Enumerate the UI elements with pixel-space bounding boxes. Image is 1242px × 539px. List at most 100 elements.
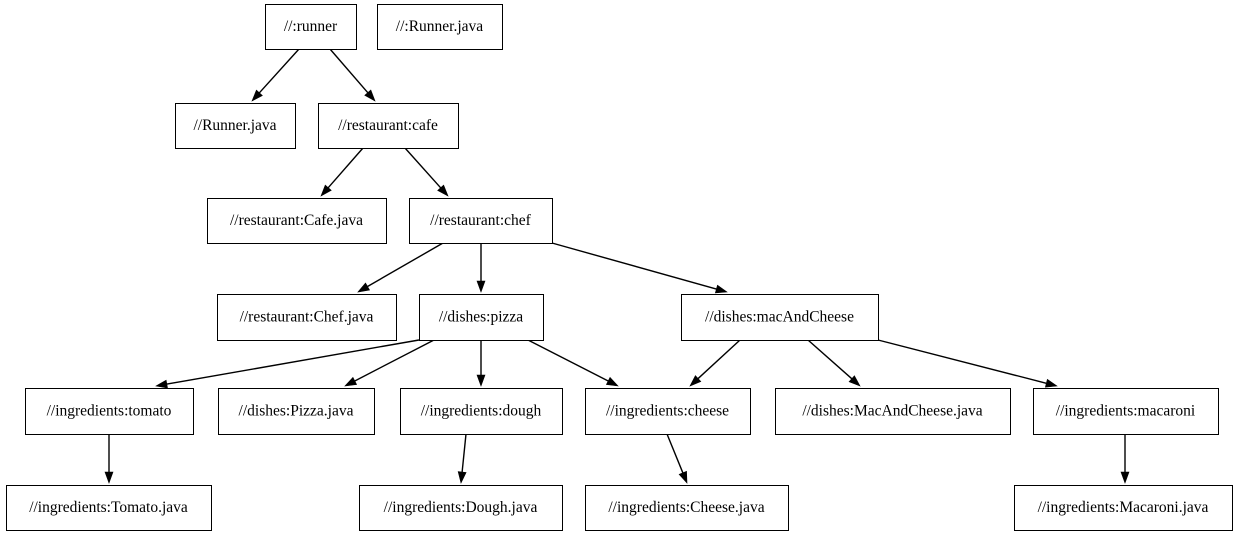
edge-arrowhead-icon xyxy=(364,89,376,102)
graph-node-dishes_pizza[interactable]: //dishes:pizza xyxy=(418,293,545,342)
node-label: //ingredients:Tomato.java xyxy=(29,499,188,516)
edge-arrowhead-icon xyxy=(714,284,728,294)
graph-edge xyxy=(344,339,435,387)
graph-edge xyxy=(527,339,619,387)
node-box[interactable] xyxy=(680,293,880,342)
graph-node-cheese_java[interactable]: //ingredients:Cheese.java xyxy=(584,484,790,532)
graph-node-chef_java[interactable]: //restaurant:Chef.java xyxy=(216,293,398,342)
node-box[interactable] xyxy=(418,293,545,342)
node-box[interactable] xyxy=(206,197,388,245)
node-box[interactable] xyxy=(399,387,564,436)
node-box[interactable] xyxy=(376,3,504,51)
edge-arrowhead-icon xyxy=(605,376,619,387)
graph-node-dishes_mac[interactable]: //dishes:macAndCheese xyxy=(680,293,880,342)
node-box[interactable] xyxy=(217,387,376,436)
node-label: //:Runner.java xyxy=(396,18,484,35)
node-label: //restaurant:cafe xyxy=(338,117,438,134)
graph-node-ing_tomato[interactable]: //ingredients:tomato xyxy=(24,387,195,436)
edge-arrowhead-icon xyxy=(437,184,449,197)
node-box[interactable] xyxy=(317,102,460,150)
edge-line xyxy=(877,339,1047,384)
edge-line xyxy=(258,48,300,94)
node-label: //ingredients:Dough.java xyxy=(384,499,538,516)
edge-arrowhead-icon xyxy=(678,470,688,484)
graph-edge xyxy=(1120,434,1130,484)
node-label: //restaurant:Chef.java xyxy=(240,309,374,326)
edge-arrowhead-icon xyxy=(848,375,861,387)
graph-node-ing_macaroni[interactable]: //ingredients:macaroni xyxy=(1032,387,1220,436)
node-label: //Runner.java xyxy=(193,117,276,134)
graph-edge xyxy=(666,433,688,484)
edge-arrowhead-icon xyxy=(344,376,358,387)
edge-line xyxy=(697,339,741,380)
node-box[interactable] xyxy=(358,484,564,532)
node-label: //restaurant:chef xyxy=(430,212,532,229)
node-box[interactable] xyxy=(408,197,554,245)
node-box[interactable] xyxy=(174,102,297,150)
node-box[interactable] xyxy=(1032,387,1220,436)
node-box[interactable] xyxy=(5,484,213,532)
edge-line xyxy=(461,433,467,473)
node-label: //restaurant:Cafe.java xyxy=(230,212,363,229)
graph-edge xyxy=(251,48,300,102)
graph-edge xyxy=(476,243,486,293)
edge-line xyxy=(367,242,444,288)
graph-node-pizza_java[interactable]: //dishes:Pizza.java xyxy=(217,387,376,436)
node-box[interactable] xyxy=(24,387,195,436)
edge-line xyxy=(807,339,853,380)
graph-node-runner_java[interactable]: //Runner.java xyxy=(174,102,297,150)
node-label: //dishes:Pizza.java xyxy=(239,403,354,420)
graph-edge xyxy=(877,339,1058,388)
node-label: //ingredients:tomato xyxy=(47,403,172,420)
node-label: //dishes:MacAndCheese.java xyxy=(802,403,982,420)
graph-nodes-layer: //:runner //:Runner.java //Runner.java //re… xyxy=(5,3,1234,532)
graph-edge xyxy=(104,434,114,484)
node-box[interactable] xyxy=(264,3,358,51)
edge-line xyxy=(404,147,442,189)
node-box[interactable] xyxy=(774,387,1012,436)
graph-node-ing_cheese[interactable]: //ingredients:cheese xyxy=(584,387,752,436)
node-box[interactable] xyxy=(584,484,790,532)
edge-arrowhead-icon xyxy=(476,374,486,387)
node-label: //ingredients:macaroni xyxy=(1056,403,1196,420)
graph-node-mac_java[interactable]: //dishes:MacAndCheese.java xyxy=(774,387,1012,436)
edge-arrowhead-icon xyxy=(320,184,332,197)
edge-arrowhead-icon xyxy=(689,375,702,387)
graph-edge xyxy=(320,147,364,197)
node-box[interactable] xyxy=(1013,484,1234,532)
edge-line xyxy=(527,339,609,382)
edge-line xyxy=(166,339,420,385)
edge-arrowhead-icon xyxy=(155,379,168,389)
graph-edges-layer xyxy=(104,48,1130,484)
edge-arrowhead-icon xyxy=(104,471,114,484)
graph-edge xyxy=(404,147,449,197)
node-label: //ingredients:Macaroni.java xyxy=(1038,499,1209,516)
graph-node-root_runner_java[interactable]: //:Runner.java xyxy=(376,3,504,51)
graph-edge xyxy=(457,433,467,484)
graph-edge xyxy=(155,339,420,389)
edge-arrowhead-icon xyxy=(457,471,467,484)
edge-arrowhead-icon xyxy=(476,280,486,293)
edge-line xyxy=(354,339,435,382)
graph-node-runner[interactable]: //:runner xyxy=(264,3,358,51)
graph-node-restaurant_cafe[interactable]: //restaurant:cafe xyxy=(317,102,460,150)
graph-node-cafe_java[interactable]: //restaurant:Cafe.java xyxy=(206,197,388,245)
node-label: //dishes:pizza xyxy=(439,309,523,326)
node-label: //dishes:macAndCheese xyxy=(705,309,854,326)
node-box[interactable] xyxy=(584,387,752,436)
graph-edge xyxy=(807,339,861,387)
graph-node-restaurant_chef[interactable]: //restaurant:chef xyxy=(408,197,554,245)
edge-arrowhead-icon xyxy=(251,89,263,102)
graph-node-tomato_java[interactable]: //ingredients:Tomato.java xyxy=(5,484,213,532)
graph-node-dough_java[interactable]: //ingredients:Dough.java xyxy=(358,484,564,532)
graph-edge xyxy=(476,340,486,387)
graph-edge xyxy=(689,339,741,387)
graph-node-ing_dough[interactable]: //ingredients:dough xyxy=(399,387,564,436)
graph-node-macaroni_java[interactable]: //ingredients:Macaroni.java xyxy=(1013,484,1234,532)
edge-line xyxy=(551,242,717,290)
graph-edge xyxy=(329,48,376,102)
node-box[interactable] xyxy=(216,293,398,342)
node-label: //ingredients:dough xyxy=(421,403,542,420)
node-label: //ingredients:Cheese.java xyxy=(608,499,764,516)
